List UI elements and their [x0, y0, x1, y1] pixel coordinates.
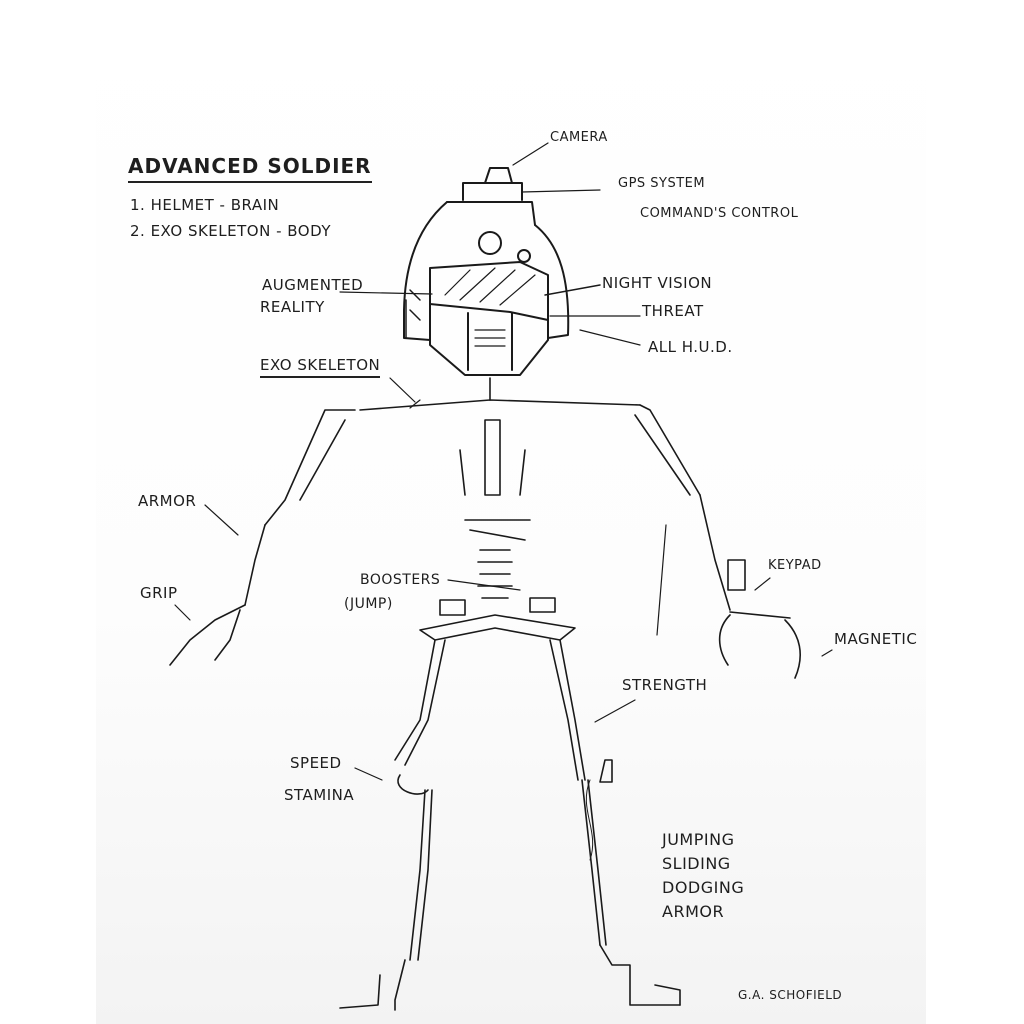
ability-item: Armor	[662, 902, 725, 921]
diagram-title: Advanced Soldier	[128, 154, 372, 183]
label-stamina: Stamina	[284, 786, 355, 804]
helmet-drawing	[339, 142, 641, 376]
label-exoskeleton: Exo Skeleton	[260, 356, 381, 378]
label-augmented-reality-line2: Reality	[260, 298, 325, 316]
label-augmented-reality-line1: Augmented	[262, 276, 364, 294]
label-speed: Speed	[290, 754, 342, 772]
label-armor: Armor	[138, 492, 197, 510]
label-magnetic: Magnetic	[834, 630, 918, 648]
label-grip: Grip	[140, 584, 178, 602]
exoskeleton-torso-drawing	[359, 377, 641, 641]
label-camera: Camera	[550, 130, 608, 145]
ability-item: Dodging	[662, 878, 745, 897]
ability-item: Sliding	[662, 854, 731, 873]
label-gps-system: GPS System	[618, 176, 706, 191]
exoskeleton-legs-drawing	[339, 639, 681, 1011]
label-all-hud: All H.U.D.	[648, 338, 733, 356]
label-keypad: Keypad	[768, 558, 822, 573]
label-threat: Threat	[642, 302, 704, 320]
label-strength: Strength	[622, 676, 708, 694]
abilities-list: Jumping Sliding Dodging Armor	[662, 828, 744, 924]
label-commands-control: Command's Control	[640, 206, 799, 221]
exoskeleton-arms-drawing	[169, 404, 833, 679]
outline-item-helmet: 1. Helmet - Brain	[130, 196, 280, 214]
sketch-paper	[96, 0, 926, 1024]
artist-signature: G.A. Schofield	[738, 988, 843, 1002]
label-boosters: Boosters	[360, 572, 441, 588]
label-night-vision: Night Vision	[602, 274, 713, 292]
label-boosters-jump: (Jump)	[344, 596, 393, 612]
ability-item: Jumping	[662, 830, 735, 849]
outline-item-exoskeleton: 2. Exo Skeleton - Body	[130, 222, 331, 240]
